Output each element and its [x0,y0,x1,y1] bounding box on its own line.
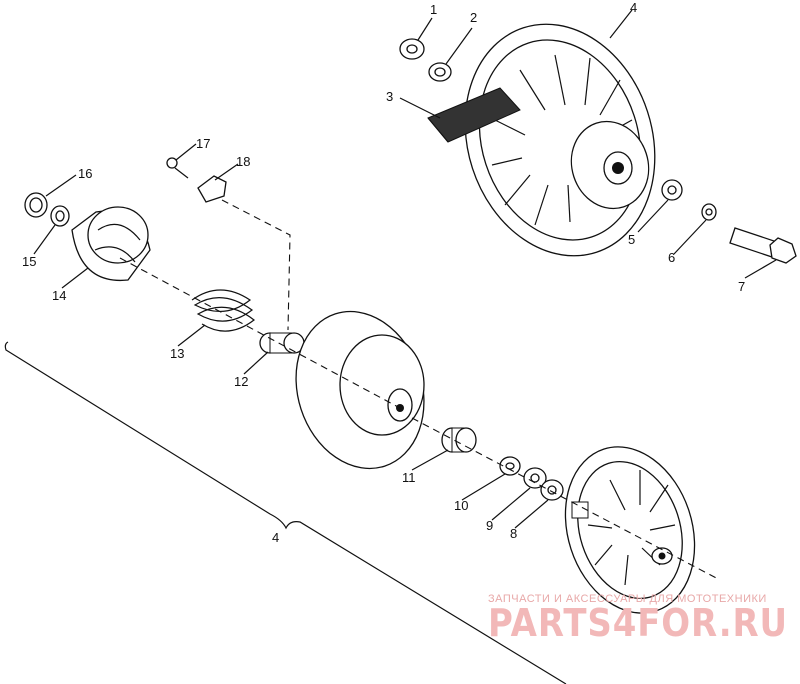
watermark-tagline: ЗАПЧАСТИ И АКСЕССУАРЫ ДЛЯ МОТОТЕХНИКИ [488,593,767,605]
spring-13 [191,289,255,332]
callout-14: 14 [52,288,66,303]
callout-16: 16 [78,166,92,181]
watermark-brand: PARTS4FOR.RU [488,601,788,645]
washer-2 [428,62,452,82]
callout-8: 8 [510,526,517,541]
assembly-bracket [4,341,567,684]
drive-belt-segment [427,87,521,143]
upper-sheave-assembly [464,23,656,257]
callout-5: 5 [628,232,635,247]
washer-9 [523,467,547,489]
bolt-7 [729,227,797,264]
movable-sheave [295,310,425,470]
callout-13: 13 [170,346,184,361]
callout-10: 10 [454,498,468,513]
washer-8 [540,479,564,501]
callout-11: 11 [402,470,416,485]
washer-10 [499,456,521,476]
washer-5 [661,179,683,201]
callout-2: 2 [470,10,477,25]
callout-6: 6 [668,250,675,265]
callout-4-bracket: 4 [272,530,279,545]
callout-15: 15 [22,254,36,269]
bushing-12 [259,332,305,354]
lock-washer-6 [701,203,717,221]
callout-labels: 1 2 3 4 5 6 7 8 9 10 11 12 13 14 15 16 1… [22,0,745,545]
callout-17: 17 [196,136,210,151]
bushing-11 [441,427,477,453]
callout-1: 1 [430,2,437,17]
leader-lines [33,9,777,529]
washer-1 [399,38,425,60]
watermark: ЗАПЧАСТИ И АКСЕССУАРЫ ДЛЯ МОТОТЕХНИКИ PA… [488,593,788,645]
callout-9: 9 [486,518,493,533]
screw-17 [166,157,189,179]
callout-12: 12 [234,374,248,389]
callout-7: 7 [738,279,745,294]
callout-3: 3 [386,89,393,104]
callout-4-top: 4 [630,0,637,15]
washer-15 [50,205,70,227]
assembly-axis-lines [119,199,721,581]
cam-14 [71,206,151,282]
callout-18: 18 [236,154,250,169]
fixed-sheave [564,446,696,614]
snap-ring-16 [24,192,48,218]
roller-18 [197,175,227,203]
